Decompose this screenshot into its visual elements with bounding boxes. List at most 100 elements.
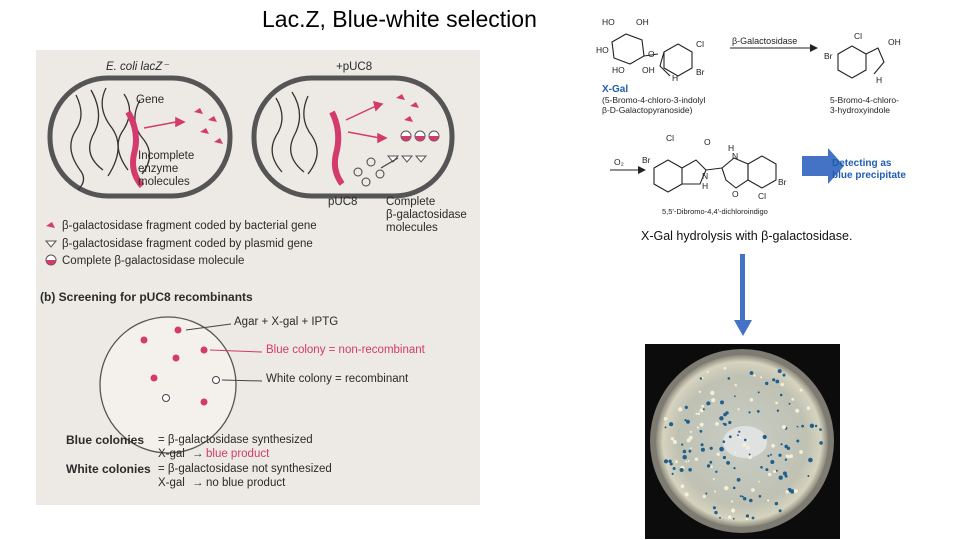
white-colony-dot <box>706 370 709 374</box>
blue-colonies-diagram <box>140 326 208 406</box>
blue-colony-dot <box>760 466 763 469</box>
white-colony-dot <box>689 430 692 433</box>
blue-colony-dot <box>728 435 732 439</box>
white-colony-dot <box>714 490 717 493</box>
blue-colony-dot <box>748 453 751 456</box>
down-arrow-shaft <box>740 254 745 322</box>
blue-colony-dot <box>688 468 692 472</box>
blue-colony-dot <box>699 429 703 433</box>
white-colony-dot <box>760 376 762 379</box>
blue-colony-dot <box>780 443 783 446</box>
white-xgal-arrow: → <box>192 477 204 489</box>
blue-colony-dot <box>770 460 775 464</box>
indigo-ring-right <box>747 155 777 189</box>
white-colony-dot <box>785 454 789 458</box>
glare-spot <box>723 426 767 458</box>
blue-colony-dot <box>786 446 791 450</box>
xgal-desc-1: (5-Bromo-4-chloro-3-indolyl <box>602 95 706 105</box>
white-colony-dot <box>753 374 756 377</box>
white-colony-dot <box>780 382 784 387</box>
blue-colony-dot <box>777 369 782 374</box>
incomplete-label-2: enzyme <box>138 163 179 175</box>
blue-colony-dot <box>775 469 778 472</box>
blue-colony-dot <box>705 492 708 495</box>
blue-colony-dot <box>749 498 753 503</box>
label-pointers <box>185 323 263 382</box>
white-colony-dot <box>734 451 737 454</box>
blue-colony-dot <box>748 411 751 414</box>
white-colony-dot <box>690 447 692 449</box>
white-colonies-eq: = β-galactosidase not synthesized <box>158 463 332 475</box>
white-colony-dot <box>697 412 700 415</box>
blue-colony-dot <box>778 509 782 513</box>
blue-colony-dot <box>765 468 769 472</box>
atom-o-indigo-bottom: O <box>732 189 739 199</box>
atom-br-indigo-right: Br <box>778 177 787 187</box>
white-colony-dot <box>734 384 737 387</box>
puc8-label: +pUC8 <box>336 61 373 73</box>
blue-colony-dot <box>807 475 810 477</box>
petri-dish-photo <box>645 344 840 539</box>
white-colony-dot <box>773 470 776 473</box>
enzyme-fragments-right <box>396 94 419 122</box>
atom-br-indigo-left: Br <box>642 155 651 165</box>
blue-colony-dot <box>722 440 726 443</box>
indigo-pyrrole-right <box>721 157 749 189</box>
chromosome-right <box>271 91 318 175</box>
blue-colony-dot <box>722 455 726 460</box>
blue-colony-dot <box>776 409 780 412</box>
atom-h-indigo-top: H <box>728 143 735 153</box>
blue-colonies-eq: = β-galactosidase synthesized <box>158 434 313 446</box>
blue-colony-dot <box>669 422 674 427</box>
white-colony-dot <box>701 404 705 408</box>
oxygen-arrowhead <box>638 166 646 174</box>
white-colony-dot <box>699 422 704 427</box>
indigo-ring-left <box>653 159 683 193</box>
white-colony-dot <box>702 494 706 499</box>
white-colony-dot <box>758 480 761 483</box>
xgal-desc-2: β-D-Galactopyranoside) <box>602 105 693 115</box>
ecoli-label: E. coli lacZ⁻ <box>106 61 169 73</box>
gene-label: Gene <box>136 94 165 106</box>
expression-arrows <box>143 100 388 144</box>
blue-colony-dot <box>738 430 741 433</box>
atom-cl-product: Cl <box>854 31 863 41</box>
blue-colony-dot <box>756 410 760 413</box>
white-xgal-b: no blue product <box>206 477 286 489</box>
petri-dish-image <box>650 349 834 533</box>
blue-colony-dot <box>709 446 713 450</box>
atom-ho-top: HO <box>602 17 615 27</box>
blue-colony-dot <box>796 439 800 443</box>
puc8-plasmids <box>353 157 385 187</box>
white-colony-dot <box>767 499 770 502</box>
blue-colony-dot <box>709 460 713 464</box>
slide-title: Lac.Z, Blue-white selection <box>262 6 537 32</box>
blue-xgal-b: blue product <box>206 448 270 460</box>
complete-label-2: β-galactosidase <box>386 209 467 221</box>
detect-label-1: Detecting as <box>832 158 892 169</box>
blue-colony-dot <box>757 391 760 394</box>
section-b-title: (b) Screening for pUC8 recombinants <box>40 290 253 304</box>
blue-colony-dot <box>668 459 672 463</box>
blue-colony-dot <box>736 477 741 482</box>
atom-cl-indigo-left: Cl <box>666 133 675 143</box>
blue-colony-dot <box>743 497 747 501</box>
blue-colony-dot <box>700 443 704 447</box>
atom-oh-product: OH <box>888 37 901 47</box>
xgal-reaction-scheme: HO OH HO O HO OH Cl Br H β-Galactosidase… <box>592 10 932 222</box>
blue-colony-dot <box>788 402 791 405</box>
blue-colony-dot <box>739 495 742 498</box>
blue-colony-dot <box>700 447 705 452</box>
ecoli-cell-right <box>251 75 455 199</box>
lacz-gene-right <box>329 110 345 186</box>
atom-br-product: Br <box>824 51 833 61</box>
white-colony-dot <box>781 425 786 430</box>
incomplete-label-1: Incomplete <box>138 150 195 162</box>
white-colony-dot <box>716 452 720 456</box>
blue-colony-dot <box>681 443 684 446</box>
blue-colony-dot <box>734 395 736 398</box>
agar-label: Agar + X-gal + IPTG <box>234 316 339 328</box>
blue-colony-dot <box>663 459 669 464</box>
indolyl-pyrrole <box>659 51 671 77</box>
white-colony-dot <box>696 426 700 429</box>
